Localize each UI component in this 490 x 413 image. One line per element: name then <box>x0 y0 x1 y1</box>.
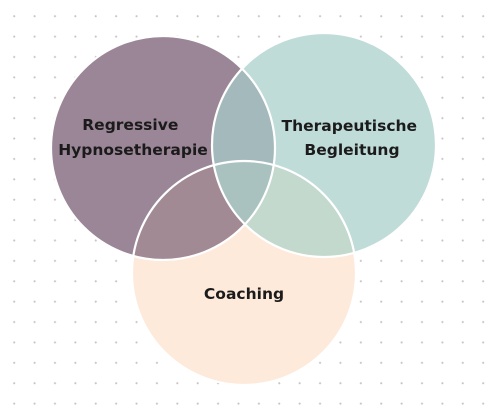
label-therapeutische-begleitung: Therapeutische Begleitung <box>282 117 423 159</box>
label-coaching: Coaching <box>204 285 284 303</box>
label-hypnosetherapie-line-2: Hypnosetherapie <box>58 141 208 159</box>
label-coaching-line-1: Coaching <box>204 285 284 303</box>
label-therapeutische-begleitung-line-1: Therapeutische <box>282 117 418 135</box>
outline-coaching <box>130 159 358 387</box>
label-hypnosetherapie-line-1: Regressive <box>82 116 178 134</box>
label-therapeutische-begleitung-line-2: Begleitung <box>304 141 399 159</box>
overlap-right-bottom <box>212 161 356 257</box>
outline-therapeutische-begleitung <box>210 31 438 259</box>
label-hypnosetherapie: Regressive Hypnosetherapie <box>58 116 208 159</box>
overlap-left-bottom <box>132 161 275 260</box>
outline-hypnosetherapie <box>49 34 277 262</box>
